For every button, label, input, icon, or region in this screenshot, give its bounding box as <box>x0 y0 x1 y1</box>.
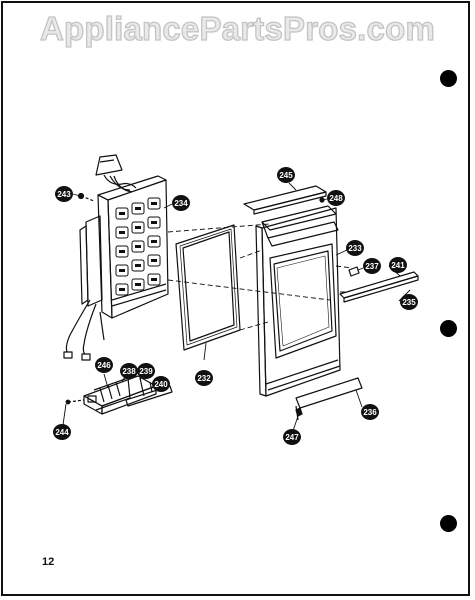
watermark: AppliancePartsPros.com <box>39 9 436 47</box>
callout-234-label: 234 <box>174 199 188 208</box>
callout-245: 245 <box>277 167 295 183</box>
callout-241-label: 241 <box>391 261 405 270</box>
callout-248: 248 <box>327 190 345 206</box>
callout-236: 236 <box>361 404 379 420</box>
callout-239-label: 239 <box>139 367 153 376</box>
callout-241: 241 <box>389 257 407 273</box>
switch-bracket-assembly <box>65 375 173 415</box>
page-number: 12 <box>42 556 55 568</box>
control-panel-assembly <box>63 154 169 361</box>
part-callouts: 243 234 245 248 233 237 241 235 232 246 … <box>53 167 418 445</box>
callout-233: 233 <box>346 240 364 256</box>
callout-232: 232 <box>195 370 213 386</box>
binder-hole-middle <box>440 320 457 337</box>
callout-234: 234 <box>172 195 190 211</box>
callout-238: 238 <box>120 363 138 379</box>
callout-232-label: 232 <box>197 374 211 383</box>
page-border <box>1 1 470 596</box>
callout-236-label: 236 <box>363 408 377 417</box>
callout-243-label: 243 <box>57 190 71 199</box>
callout-237: 237 <box>363 258 381 274</box>
callout-239: 239 <box>137 363 155 379</box>
callout-235-label: 235 <box>402 298 416 307</box>
callout-237-label: 237 <box>365 262 379 271</box>
callout-246: 246 <box>95 357 113 373</box>
callout-238-label: 238 <box>122 367 136 376</box>
callout-235: 235 <box>400 294 418 310</box>
callout-240-label: 240 <box>154 380 168 389</box>
binder-hole-bottom <box>440 515 457 532</box>
door-panel-assembly <box>243 185 419 421</box>
binder-hole-top <box>440 70 457 87</box>
callout-248-label: 248 <box>329 194 343 203</box>
callout-240: 240 <box>152 376 170 392</box>
callout-247-label: 247 <box>285 433 299 442</box>
gasket-frame <box>175 224 241 351</box>
callout-243: 243 <box>55 186 73 202</box>
callout-233-label: 233 <box>348 244 362 253</box>
callout-245-label: 245 <box>279 171 293 180</box>
alignment-lines <box>167 223 353 331</box>
callout-244: 244 <box>53 424 71 440</box>
callout-247: 247 <box>283 429 301 445</box>
callout-246-label: 246 <box>97 361 111 370</box>
callout-244-label: 244 <box>55 428 69 437</box>
